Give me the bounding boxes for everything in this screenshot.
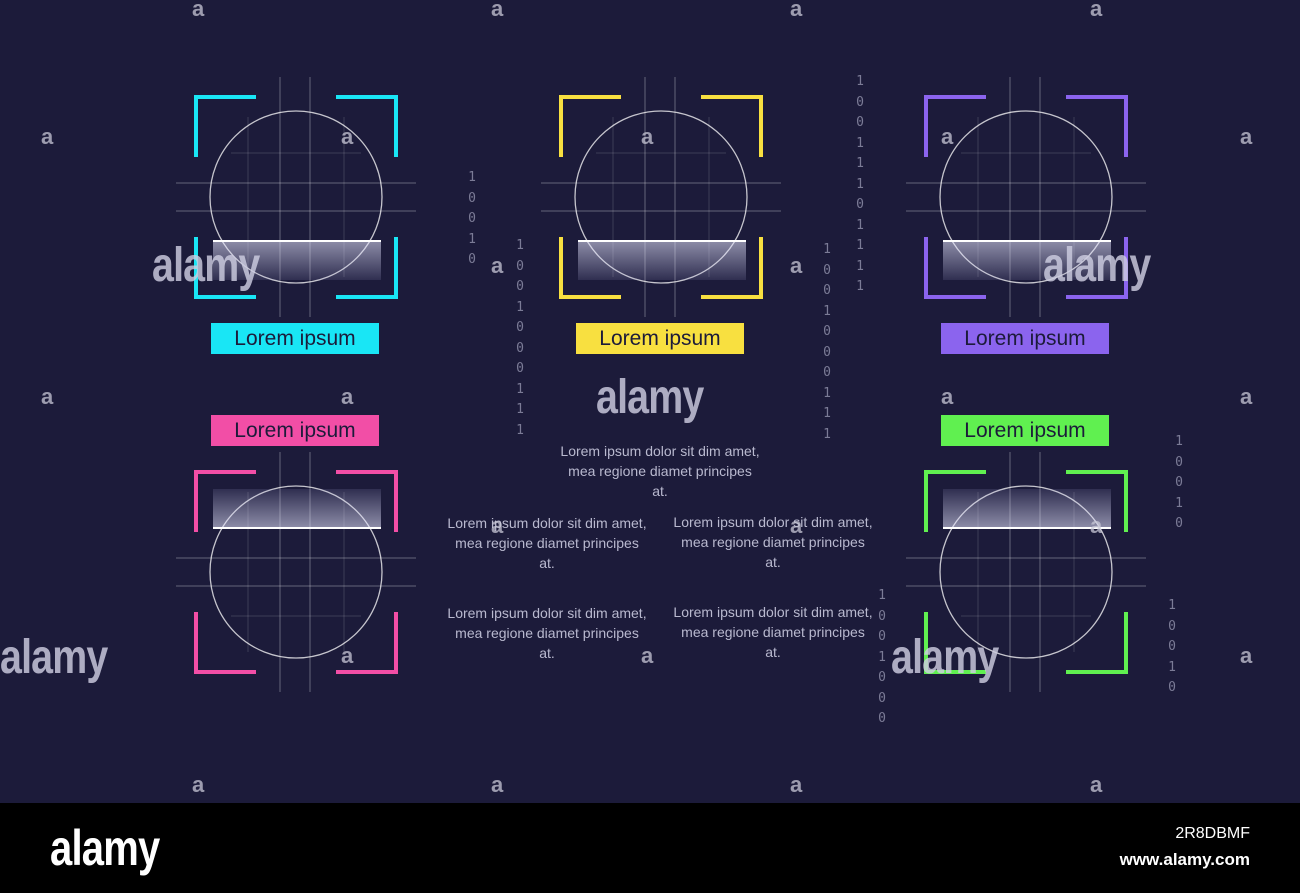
frame-corner: [336, 470, 398, 532]
frame-corner: [1066, 95, 1128, 157]
scanner-green: [906, 452, 1146, 692]
frame-corner: [194, 612, 256, 674]
scanner-cyan: [176, 77, 416, 317]
watermark-letter: a: [192, 0, 205, 21]
footer-logo: alamy: [50, 820, 160, 876]
watermark-letter: a: [1090, 772, 1103, 797]
binary-stream: 10010: [468, 170, 476, 267]
frame-corner: [924, 470, 986, 532]
watermark-letter: a: [192, 772, 205, 797]
scan-bar: [943, 489, 1111, 529]
watermark-word: alamy: [596, 371, 704, 424]
watermark-letter: a: [790, 253, 803, 278]
frame-corner: [559, 95, 621, 157]
scanner-yellow: [541, 77, 781, 317]
frame-corner: [924, 612, 986, 674]
paragraph-left-2: Lorem ipsum dolor sit dim amet, mea regi…: [447, 605, 647, 661]
infographic-canvas: Lorem ipsum Lorem ipsum Lorem ipsum Lore…: [0, 0, 1253, 797]
watermark-letter: a: [491, 253, 504, 278]
frame-corner: [336, 237, 398, 299]
label-green: Lorem ipsum: [941, 415, 1109, 446]
watermark-letter: a: [790, 513, 803, 538]
paragraph-left-1: Lorem ipsum dolor sit dim amet, mea regi…: [447, 515, 647, 571]
watermark-word: alamy: [1043, 239, 1151, 292]
watermark-letter: a: [491, 0, 504, 21]
watermark-letter: a: [1090, 513, 1103, 538]
scan-bar: [213, 489, 381, 529]
image-id: 2R8DBMF: [1175, 825, 1250, 842]
label-yellow: Lorem ipsum: [576, 323, 744, 354]
scan-bar: [213, 240, 381, 280]
watermark-letter: a: [341, 643, 354, 668]
binary-stream: 10010: [1175, 434, 1183, 531]
scanner-pink: [176, 452, 416, 692]
frame-corner: [1066, 237, 1128, 299]
frame-corner: [924, 95, 986, 157]
scanner-purple: [906, 77, 1146, 317]
watermark-word: alamy: [0, 631, 108, 684]
watermark-letter: a: [1240, 124, 1253, 149]
binary-stream: 1001000111: [823, 242, 831, 442]
watermark-letter: a: [341, 124, 354, 149]
watermark-letter: a: [41, 124, 54, 149]
watermark-letter: a: [41, 384, 54, 409]
frame-corner: [194, 237, 256, 299]
watermark-word: alamy: [891, 631, 999, 684]
binary-stream: 1001000: [878, 588, 886, 726]
frame-corner: [336, 95, 398, 157]
binary-stream: 10010: [1168, 598, 1176, 695]
frame-corner: [1066, 470, 1128, 532]
watermark-footer: alamy 2R8DBMF www.alamy.com: [0, 803, 1300, 893]
frame-corner: [336, 612, 398, 674]
watermark-letter: a: [1240, 643, 1253, 668]
scan-bar: [578, 240, 746, 280]
label-purple: Lorem ipsum: [941, 323, 1109, 354]
watermark-letter: a: [790, 0, 803, 21]
label-pink: Lorem ipsum: [211, 415, 379, 446]
watermark-letter: a: [341, 384, 354, 409]
frame-corner: [701, 95, 763, 157]
frame-corner: [194, 95, 256, 157]
frame-corner: [924, 237, 986, 299]
paragraph-right-2: Lorem ipsum dolor sit dim amet, mea regi…: [673, 604, 873, 660]
watermark-letter: a: [641, 124, 654, 149]
watermark-letter: a: [491, 772, 504, 797]
paragraph-top: Lorem ipsum dolor sit dim amet, mea regi…: [560, 443, 760, 499]
label-cyan: Lorem ipsum: [211, 323, 379, 354]
scan-bar: [943, 240, 1111, 280]
frame-corner: [194, 470, 256, 532]
watermark-letter: a: [1090, 0, 1103, 21]
watermark-letter: a: [491, 513, 504, 538]
binary-stream: 10011101111: [856, 74, 864, 294]
watermark-letter: a: [1240, 384, 1253, 409]
watermark-letter: a: [941, 124, 954, 149]
binary-stream: 1001000111: [516, 238, 524, 438]
frame-corner: [1066, 612, 1128, 674]
watermark-letter: a: [790, 772, 803, 797]
watermark-letter: a: [641, 643, 654, 668]
watermark-letter: a: [941, 384, 954, 409]
frame-corner: [701, 237, 763, 299]
frame-corner: [559, 237, 621, 299]
site-url: www.alamy.com: [1119, 850, 1250, 869]
watermark-word: alamy: [152, 239, 260, 292]
paragraph-right-1: Lorem ipsum dolor sit dim amet, mea regi…: [673, 514, 873, 570]
